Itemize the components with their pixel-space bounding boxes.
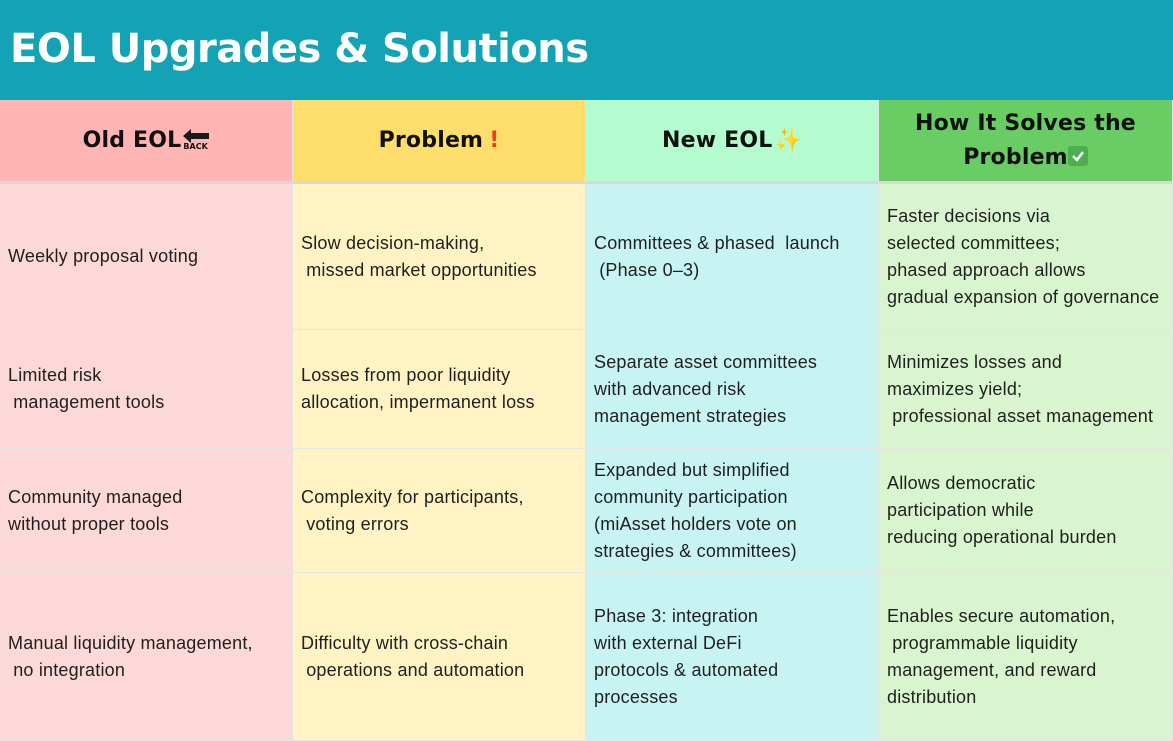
comparison-table: Old EOL BACK Problem! New EOL✨ How It So…: [0, 100, 1173, 741]
table-cell-new: Expanded but simplified community partic…: [586, 449, 879, 573]
header-old-eol: Old EOL BACK: [0, 100, 293, 184]
table-cell-problem: Slow decision-making, missed market oppo…: [293, 184, 586, 330]
header-problem: Problem!: [293, 100, 586, 184]
header-how-it-solves-label: How It Solves the Problem: [915, 110, 1136, 170]
table-cell-solution: Allows democratic participation while re…: [879, 449, 1173, 573]
table-cell-old: Limited risk management tools: [0, 330, 293, 449]
table-cell-problem: Difficulty with cross-chain operations a…: [293, 573, 586, 741]
exclamation-icon: !: [489, 127, 500, 153]
table-cell-solution: Enables secure automation, programmable …: [879, 573, 1173, 741]
header-old-eol-label: Old EOL: [82, 127, 182, 153]
table-cell-old: Weekly proposal voting: [0, 184, 293, 330]
table-cell-problem: Losses from poor liquidity allocation, i…: [293, 330, 586, 449]
table-cell-solution: Faster decisions via selected committees…: [879, 184, 1173, 330]
header-new-eol: New EOL✨: [586, 100, 879, 184]
header-how-it-solves: How It Solves the Problem: [879, 100, 1173, 184]
table-cell-old: Community managed without proper tools: [0, 449, 293, 573]
back-arrow-icon: BACK: [183, 128, 210, 153]
page-title: EOL Upgrades & Solutions: [10, 26, 589, 72]
header-problem-label: Problem: [378, 127, 484, 153]
header-new-eol-label: New EOL: [661, 127, 773, 153]
table-cell-new: Committees & phased launch (Phase 0–3): [586, 184, 879, 330]
title-bar: EOL Upgrades & Solutions: [0, 0, 1173, 100]
table-cell-new: Phase 3: integration with external DeFi …: [586, 573, 879, 741]
table-cell-old: Manual liquidity management, no integrat…: [0, 573, 293, 741]
table-cell-new: Separate asset committees with advanced …: [586, 330, 879, 449]
table-cell-problem: Complexity for participants, voting erro…: [293, 449, 586, 573]
sparkles-icon: ✨: [774, 127, 803, 153]
check-mark-icon: [1067, 145, 1088, 166]
table-cell-solution: Minimizes losses and maximizes yield; pr…: [879, 330, 1173, 449]
